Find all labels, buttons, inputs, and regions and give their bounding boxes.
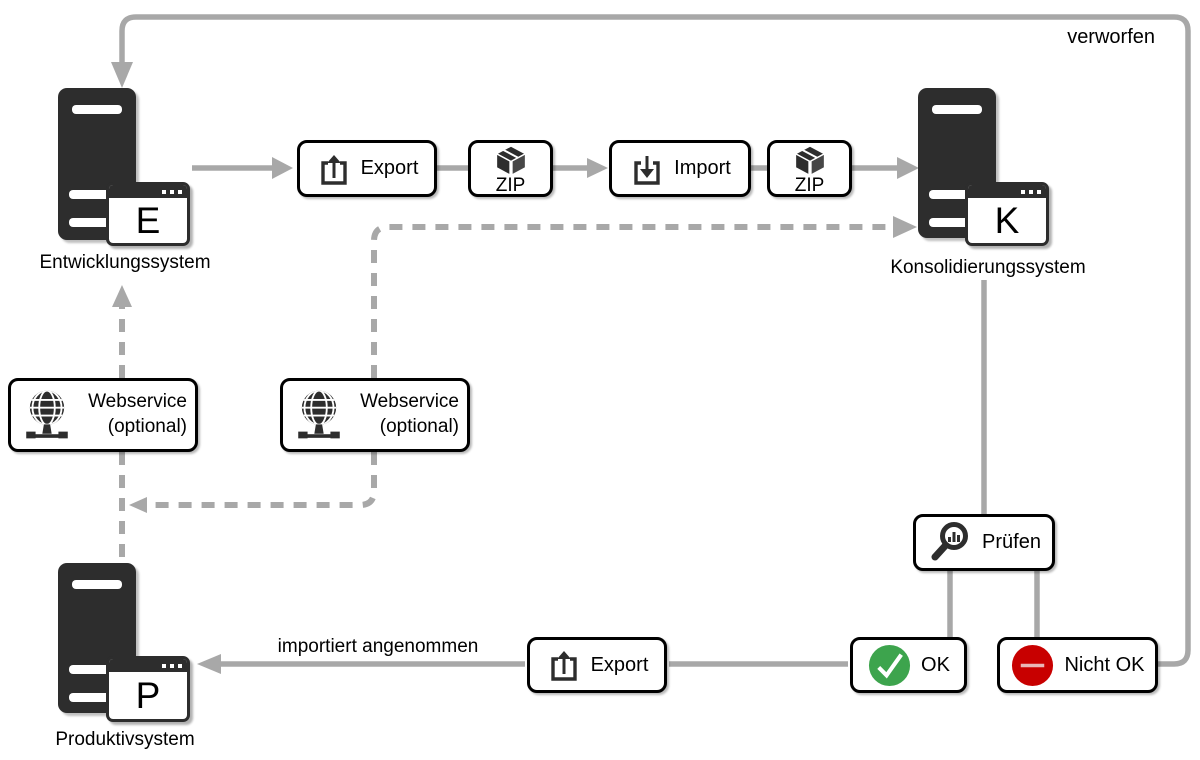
upload-icon <box>550 651 577 681</box>
globe-network-icon <box>26 390 68 439</box>
production-letter: P <box>135 675 161 716</box>
server-slot <box>69 693 119 702</box>
webservice1-node: Webservice (optional) <box>8 378 198 452</box>
consolidation-label: Konsolidierungssystem <box>890 257 1086 278</box>
window-titlebar <box>109 659 187 672</box>
minus-circle-icon <box>1012 644 1054 686</box>
server-slot <box>69 218 119 227</box>
development-letter: E <box>135 200 161 241</box>
window-dot-icon <box>1029 189 1033 194</box>
export-top-node: Export <box>297 140 437 197</box>
production-label: Produktivsystem <box>55 729 195 750</box>
edge-webservice2-to-consolidation <box>371 224 893 378</box>
webservice2-sublabel: (optional) <box>379 416 459 437</box>
server-slot <box>929 190 979 199</box>
window-dot-icon <box>170 189 174 194</box>
window-dot-icon <box>170 663 174 668</box>
check-label: Prüfen <box>982 531 1041 553</box>
import-node: Import <box>609 140 751 197</box>
ok-label: OK <box>921 653 950 676</box>
server-slot <box>72 105 122 114</box>
window-dot-icon <box>178 189 182 194</box>
package-icon <box>494 145 527 176</box>
zip2-node: ZIP <box>767 140 852 197</box>
arrowhead-into-import <box>587 158 608 178</box>
arrowhead-dashed-into-consolidation <box>893 216 917 238</box>
window-dot-icon <box>178 663 182 668</box>
webservice1-sublabel: (optional) <box>107 416 187 437</box>
globe-network-icon <box>298 390 340 439</box>
download-icon <box>634 155 660 185</box>
production-window-badge: P <box>106 656 190 722</box>
export-bottom-label: Export <box>590 653 649 676</box>
discarded-edge-label: verworfen <box>1067 26 1155 48</box>
not-ok-label: Nicht OK <box>1064 653 1145 676</box>
arrowhead-into-development-top <box>111 62 133 88</box>
consolidation-letter: K <box>994 200 1020 241</box>
server-slot <box>72 580 122 589</box>
server-slot <box>932 105 982 114</box>
webservice1-label: Webservice <box>88 391 187 413</box>
package-icon <box>793 145 826 176</box>
development-label: Entwicklungssystem <box>39 252 211 273</box>
webservice2-label: Webservice <box>360 391 459 413</box>
zip1-label: ZIP <box>495 175 526 196</box>
zip1-node: ZIP <box>468 140 553 197</box>
window-titlebar <box>109 185 187 198</box>
zip2-label: ZIP <box>794 175 825 196</box>
arrowhead-dashed-junction <box>129 497 147 513</box>
import-label: Import <box>674 157 731 179</box>
magnifier-chart-icon <box>931 521 969 560</box>
arrowhead-into-consolidation <box>897 157 919 179</box>
window-dot-icon <box>162 663 166 668</box>
edge-webservice2-junction <box>147 452 377 508</box>
ok-node: OK <box>850 637 967 693</box>
window-dot-icon <box>1021 189 1025 194</box>
window-dot-icon <box>162 189 166 194</box>
upload-icon <box>320 154 347 185</box>
server-slot <box>69 190 119 199</box>
webservice2-node: Webservice (optional) <box>280 378 470 452</box>
not-ok-node: Nicht OK <box>997 637 1158 693</box>
consolidation-window-badge: K <box>965 182 1049 246</box>
export-bottom-node: Export <box>527 637 667 693</box>
export-top-label: Export <box>360 157 419 179</box>
check-circle-icon <box>869 644 911 686</box>
arrowhead-into-export <box>272 157 293 179</box>
arrowhead-dashed-into-development <box>112 285 132 307</box>
arrowhead-into-production <box>197 654 221 674</box>
development-window-badge: E <box>106 182 190 246</box>
server-slot <box>929 218 979 227</box>
window-titlebar <box>968 185 1046 198</box>
imported-accepted-edge-label: importiert angenommen <box>277 636 479 657</box>
server-slot <box>69 665 119 674</box>
check-node: Prüfen <box>913 514 1055 571</box>
window-dot-icon <box>1037 189 1041 194</box>
